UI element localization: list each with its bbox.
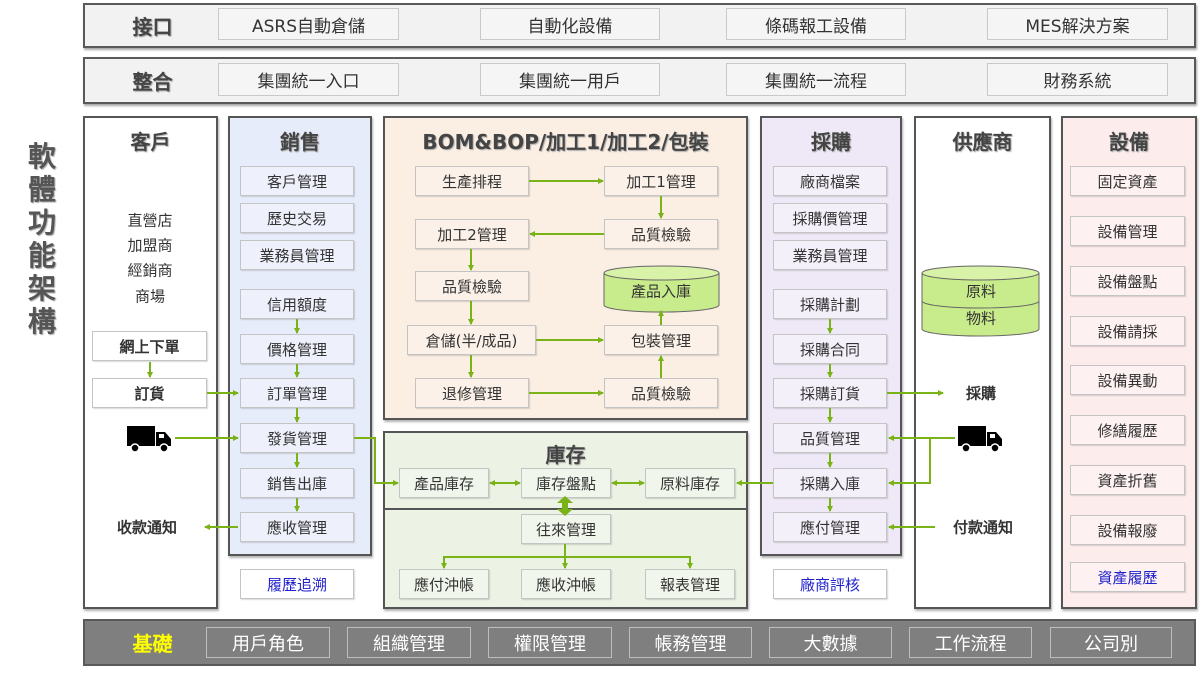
payable-offset-box[interactable]: 應付沖帳 [399, 569, 489, 599]
product-in-database-icon [603, 265, 720, 313]
purchasing-item[interactable]: 廠商檔案 [773, 166, 887, 196]
equipment-item[interactable]: 設備請採 [1070, 316, 1185, 346]
trace-link[interactable]: 履歷追溯 [240, 569, 354, 599]
bom-title: BOM&BOP/加工1/加工2/包裝 [422, 130, 709, 154]
interface-label: 接口 [132, 15, 173, 39]
sales-item[interactable]: 銷售出庫 [240, 468, 354, 498]
integration-item[interactable]: 集團統一用戶 [480, 63, 660, 96]
interface-item[interactable]: 自動化設備 [480, 8, 660, 40]
schedule-box[interactable]: 生產排程 [415, 166, 529, 196]
sales-title: 銷售 [280, 130, 320, 154]
foundation-item[interactable]: 工作流程 [909, 627, 1032, 658]
foundation-item[interactable]: 用戶角色 [206, 627, 330, 658]
sales-item[interactable]: 訂單管理 [240, 378, 354, 408]
receipt-notice: 收款通知 [116, 518, 178, 537]
interface-item[interactable]: ASRS自動倉儲 [218, 8, 399, 40]
integration-item[interactable]: 財務系統 [987, 63, 1168, 96]
foundation-item[interactable]: 公司別 [1050, 627, 1172, 658]
sales-item[interactable]: 信用額度 [240, 289, 354, 319]
sales-item[interactable]: 發貨管理 [240, 423, 354, 453]
equipment-item[interactable]: 修繕履歷 [1070, 415, 1185, 445]
customer-title: 客戶 [130, 130, 171, 154]
vendor-eval-link[interactable]: 廠商評核 [773, 569, 887, 599]
purchasing-item[interactable]: 採購合同 [773, 334, 887, 364]
purchasing-item[interactable]: 採購訂貨 [773, 378, 887, 408]
qc-box[interactable]: 品質檢驗 [604, 378, 718, 408]
supplier-title: 供應商 [952, 130, 1013, 154]
payment-notice: 付款通知 [952, 518, 1014, 537]
customer-type: 加盟商 [127, 236, 173, 255]
equipment-title: 設備 [1109, 130, 1149, 154]
customer-type: 直營店 [127, 211, 173, 230]
purchasing-title: 採購 [811, 130, 851, 154]
reports-box[interactable]: 報表管理 [645, 569, 735, 599]
integration-label: 整合 [132, 70, 173, 94]
sales-item[interactable]: 應收管理 [240, 512, 354, 542]
purchase-label: 採購 [965, 384, 997, 403]
db-line: 物料 [965, 309, 997, 328]
foundation-bar: 基礎 用戶角色 組織管理 權限管理 帳務管理 大數據 工作流程 公司別 [83, 619, 1196, 666]
db-line: 原料 [965, 282, 997, 301]
interface-item[interactable]: 條碼報工設備 [726, 8, 906, 40]
purchasing-item[interactable]: 採購價管理 [773, 203, 887, 233]
customer-type: 經銷商 [127, 261, 173, 280]
foundation-label: 基礎 [132, 632, 173, 656]
equipment-item[interactable]: 設備盤點 [1070, 266, 1185, 296]
order-box[interactable]: 訂貨 [92, 378, 207, 408]
online-order-box[interactable]: 網上下單 [92, 331, 207, 361]
integration-item[interactable]: 集團統一入口 [218, 63, 399, 96]
customer-type: 商場 [134, 287, 166, 306]
purchasing-item[interactable]: 業務員管理 [773, 240, 887, 270]
receivable-offset-box[interactable]: 應收沖帳 [521, 569, 611, 599]
equipment-item[interactable]: 設備報廢 [1070, 515, 1185, 545]
purchasing-item[interactable]: 採購入庫 [773, 468, 887, 498]
purchasing-item[interactable]: 品質管理 [773, 423, 887, 453]
interface-item[interactable]: MES解決方案 [987, 8, 1168, 40]
foundation-item[interactable]: 帳務管理 [629, 627, 752, 658]
supplier-column: 供應商 [914, 116, 1051, 609]
purchasing-item[interactable]: 採購計劃 [773, 289, 887, 319]
product-in-label: 產品入庫 [630, 282, 692, 301]
product-stock-box[interactable]: 產品庫存 [399, 468, 489, 498]
sales-item[interactable]: 業務員管理 [240, 240, 354, 270]
qc-box[interactable]: 品質檢驗 [415, 271, 529, 301]
inventory-title: 庫存 [545, 443, 586, 467]
storage-box[interactable]: 倉儲(半/成品) [407, 325, 536, 355]
foundation-item[interactable]: 大數據 [769, 627, 892, 658]
truck-icon [958, 426, 1002, 453]
foundation-item[interactable]: 權限管理 [488, 627, 612, 658]
packaging-box[interactable]: 包裝管理 [604, 325, 718, 355]
qc-box[interactable]: 品質檢驗 [604, 219, 718, 249]
purchasing-item[interactable]: 應付管理 [773, 512, 887, 542]
sales-item[interactable]: 客戶管理 [240, 166, 354, 196]
equipment-item[interactable]: 資產折舊 [1070, 465, 1185, 495]
truck-icon [127, 426, 171, 453]
accounts-box[interactable]: 往來管理 [521, 514, 611, 544]
stocktake-box[interactable]: 庫存盤點 [521, 468, 611, 498]
asset-history-link[interactable]: 資產履歷 [1070, 562, 1185, 592]
foundation-item[interactable]: 組織管理 [347, 627, 471, 658]
process2-box[interactable]: 加工2管理 [415, 219, 529, 249]
sales-item[interactable]: 歷史交易 [240, 203, 354, 233]
process1-box[interactable]: 加工1管理 [604, 166, 718, 196]
integration-item[interactable]: 集團統一流程 [726, 63, 906, 96]
equipment-item[interactable]: 固定資產 [1070, 166, 1185, 196]
material-database-icon [921, 265, 1040, 337]
equipment-item[interactable]: 設備異動 [1070, 365, 1185, 395]
inventory-divider [385, 508, 746, 510]
equipment-item[interactable]: 設備管理 [1070, 216, 1185, 246]
side-title: 軟體功能架構 [27, 140, 56, 338]
sales-item[interactable]: 價格管理 [240, 334, 354, 364]
repair-box[interactable]: 退修管理 [415, 378, 529, 408]
material-stock-box[interactable]: 原料庫存 [645, 468, 735, 498]
